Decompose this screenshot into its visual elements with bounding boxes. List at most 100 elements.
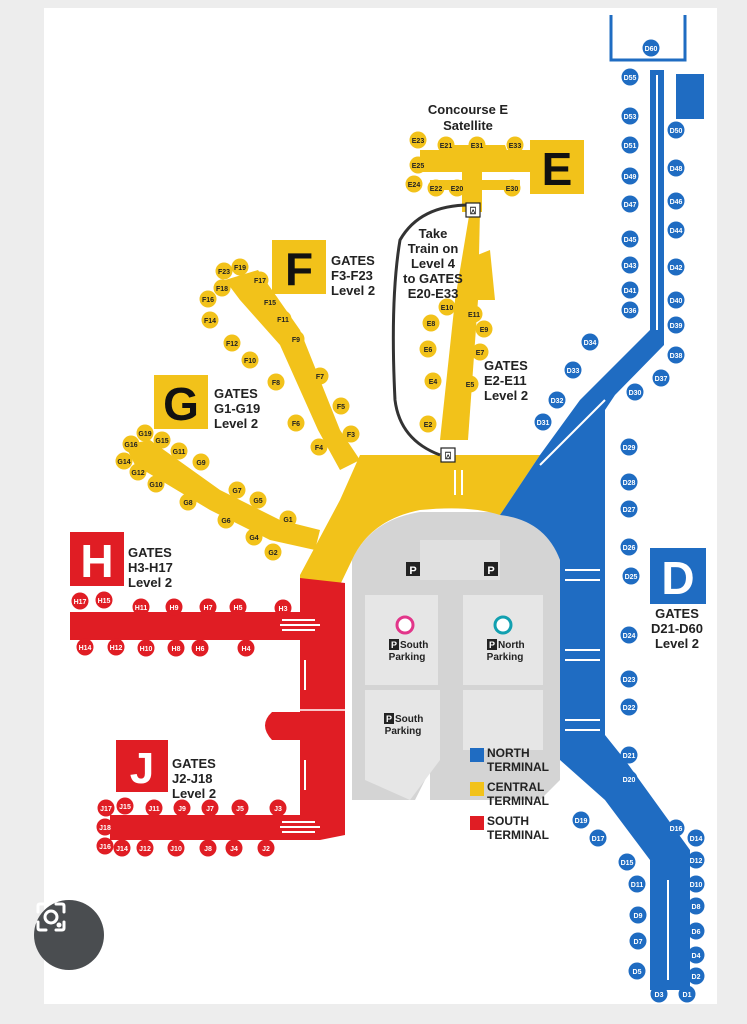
- gate-label: D34: [584, 340, 597, 347]
- gate-marker-dot: [620, 538, 638, 556]
- walkway-arrows: [282, 75, 669, 980]
- gate-e5: E5: [461, 375, 479, 393]
- gate-label: G19: [138, 431, 151, 438]
- gate-d19: D19: [572, 811, 590, 829]
- gate-marker-dot: [129, 463, 147, 481]
- gate-marker-dot: [71, 592, 89, 610]
- gate-d27: D27: [620, 500, 638, 518]
- gate-label: D26: [623, 545, 636, 552]
- gate-label: F10: [244, 358, 256, 365]
- gate-marker-dot: [620, 746, 638, 764]
- concourse-h-letter-box: [70, 532, 124, 586]
- gate-marker-dot: [223, 334, 241, 352]
- gate-g1: G1: [279, 510, 297, 528]
- google-lens-camera-icon[interactable]: [34, 900, 104, 970]
- gate-e10: E10: [438, 298, 456, 316]
- gate-d21: D21: [620, 746, 638, 764]
- gate-e20: E20: [448, 179, 466, 197]
- gate-d37: D37: [652, 369, 670, 387]
- gate-j16: J16: [96, 837, 114, 855]
- gate-marker-dot: [621, 256, 639, 274]
- gate-label: D22: [623, 705, 636, 712]
- gate-label: J12: [139, 846, 151, 853]
- gate-marker-dot: [201, 799, 219, 817]
- gate-label: E2: [424, 422, 433, 429]
- gate-j2: J2: [257, 839, 275, 857]
- south-parking-bottom-1: South: [395, 714, 423, 725]
- gate-f14: F14: [201, 311, 219, 329]
- gate-label: G2: [268, 550, 277, 557]
- gate-label: D1: [683, 992, 692, 999]
- gate-marker-dot: [116, 797, 134, 815]
- j-gates-2: J2-J18: [172, 771, 212, 786]
- gate-marker-dot: [620, 770, 638, 788]
- gate-label: F12: [226, 341, 238, 348]
- train-icon: ⍓ ⍓: [440, 202, 481, 463]
- south-parking-block-top: [365, 595, 438, 685]
- e-lower-gates-3: Level 2: [484, 388, 528, 403]
- central-terminal-yellow: [300, 455, 540, 585]
- gate-e9: E9: [475, 320, 493, 338]
- gate-g10: G10: [147, 475, 165, 493]
- gate-label: J4: [230, 846, 238, 853]
- gate-h10: H10: [137, 639, 155, 657]
- gate-label: D45: [624, 237, 637, 244]
- gate-f3: F3: [342, 425, 360, 443]
- central-curbside: [420, 540, 500, 580]
- gate-d45: D45: [621, 230, 639, 248]
- gate-label: H7: [204, 605, 213, 612]
- gate-marker-dot: [165, 598, 183, 616]
- gate-marker-dot: [448, 179, 466, 197]
- gate-marker-dot: [245, 528, 263, 546]
- gate-marker-dot: [678, 985, 696, 1003]
- gate-e30: E30: [503, 179, 521, 197]
- gate-h12: H12: [107, 638, 125, 656]
- concourse-j-letter-box: [116, 740, 168, 792]
- concourse-d-letter: D: [661, 552, 694, 604]
- gate-label: D7: [634, 939, 643, 946]
- gate-h8: H8: [167, 639, 185, 657]
- gate-label: D47: [624, 202, 637, 209]
- airport-terminal-map: E F G H J D Concourse E Satellite GATES …: [44, 8, 717, 1004]
- gate-marker-dot: [620, 670, 638, 688]
- gate-label: E4: [429, 379, 438, 386]
- gate-e7: E7: [471, 343, 489, 361]
- gate-label: D24: [623, 633, 636, 640]
- gate-marker-dot: [622, 567, 640, 585]
- gate-marker-dot: [621, 68, 639, 86]
- gate-d4: D4: [687, 946, 705, 964]
- gate-marker-dot: [192, 453, 210, 471]
- legend-central-2: TERMINAL: [487, 794, 549, 808]
- gate-marker-dot: [564, 361, 582, 379]
- gate-marker-dot: [274, 599, 292, 617]
- gate-label: E7: [476, 350, 485, 357]
- gate-marker-dot: [229, 598, 247, 616]
- gate-marker-dot: [437, 136, 455, 154]
- gate-j8: J8: [199, 839, 217, 857]
- gate-d33: D33: [564, 361, 582, 379]
- gate-d12: D12: [687, 851, 705, 869]
- gate-label: F17: [254, 278, 266, 285]
- gate-label: D32: [551, 398, 564, 405]
- gate-label: H17: [74, 599, 87, 606]
- gate-marker-dot: [287, 414, 305, 432]
- gate-d39: D39: [667, 316, 685, 334]
- f-gates-3: Level 2: [331, 283, 375, 298]
- gate-f19: F19: [231, 258, 249, 276]
- svg-text:⍓: ⍓: [470, 205, 476, 217]
- gate-label: D2: [692, 974, 701, 981]
- parking-p-box-left: [406, 562, 420, 576]
- gate-h9: H9: [165, 598, 183, 616]
- gate-marker-dot: [618, 853, 636, 871]
- gate-e24: E24: [405, 175, 423, 193]
- gate-label: D5: [633, 969, 642, 976]
- gate-label: H4: [242, 646, 251, 653]
- gate-d36: D36: [621, 301, 639, 319]
- north-terminal: [500, 15, 704, 990]
- e-lower-gates-1: GATES: [484, 358, 528, 373]
- gate-d48: D48: [667, 159, 685, 177]
- gate-label: G10: [149, 482, 162, 489]
- gate-label: D30: [629, 390, 642, 397]
